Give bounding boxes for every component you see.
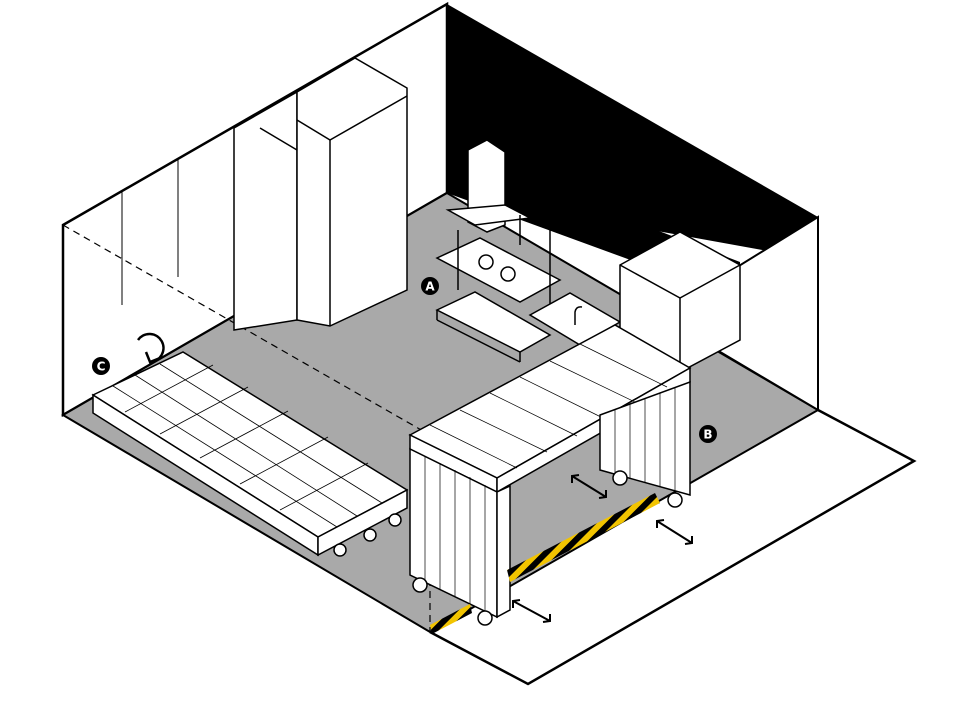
svg-text:B: B <box>703 428 712 442</box>
hazard-stripe-left <box>430 604 472 634</box>
marker-a: A <box>421 277 439 295</box>
tall-cabinets <box>233 57 408 331</box>
marker-c: C <box>92 357 110 375</box>
double-arrow-icon <box>512 599 551 623</box>
double-arrow-icon <box>656 519 693 545</box>
rotate-arrow-icon <box>136 332 165 364</box>
outer-floor-outline <box>429 408 917 686</box>
rotating-table <box>91 351 409 557</box>
hazard-stripe-right <box>507 493 660 582</box>
cooking-station <box>435 139 562 363</box>
moveable-island <box>408 324 692 626</box>
svg-text:A: A <box>425 280 435 294</box>
marker-b: B <box>699 425 717 443</box>
double-arrow-icon <box>571 474 607 499</box>
fridge-unit <box>619 231 741 373</box>
svg-text:C: C <box>97 360 106 374</box>
